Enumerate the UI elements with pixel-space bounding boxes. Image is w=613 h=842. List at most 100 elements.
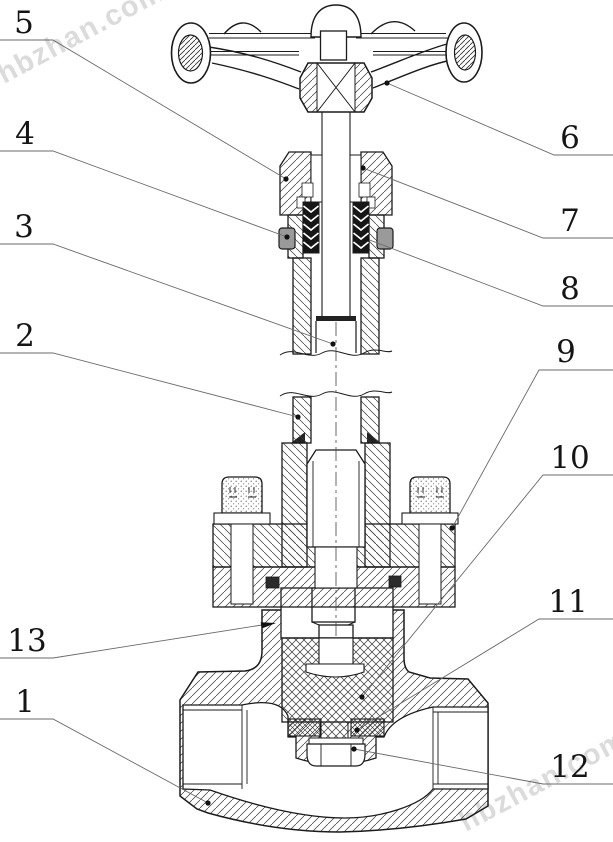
- hub-cross-lines: [316, 62, 356, 113]
- leader-dot: [449, 525, 455, 531]
- disc-nut-facets: [320, 744, 352, 766]
- bolt-shank: [230, 523, 254, 605]
- stem-rod: [315, 321, 357, 353]
- leader-dot: [295, 414, 301, 420]
- callout-label-1: 1: [15, 684, 35, 720]
- break-line-lower: [279, 390, 393, 397]
- gland-step-notches: [296, 182, 376, 209]
- seat-ring-left: [287, 718, 322, 737]
- leader-line: [362, 167, 613, 239]
- spoke-arc-left-top: [223, 22, 262, 35]
- callouts-layer: 54 3 2 13 1 6 7 8 9 10 11 12: [0, 5, 613, 806]
- hub-side-left: [299, 62, 318, 113]
- stem-retainer-plate: [305, 663, 365, 678]
- handwheel: [170, 4, 483, 113]
- leader-dot: [354, 727, 360, 733]
- cap-nut: [310, 4, 362, 38]
- packing-left: [302, 201, 320, 254]
- disc-washer: [308, 737, 364, 745]
- leader-line: [0, 150, 288, 238]
- leader-dot: [205, 800, 211, 806]
- callout-13: 13: [0, 622, 276, 659]
- spoke-arc-right-top: [370, 21, 416, 35]
- bore-detail-lines: [183, 705, 488, 789]
- leader-dot: [330, 341, 336, 347]
- callout-label-11: 11: [548, 584, 587, 620]
- callout-label-7: 7: [560, 203, 580, 239]
- callout-9: 9: [449, 334, 613, 531]
- handwheel-ring-right-hole: [453, 34, 477, 71]
- gland-assembly: [278, 151, 394, 259]
- bonnet-bolt-right: [401, 476, 459, 605]
- bolt-head: [221, 476, 263, 514]
- callout-3: 3: [0, 209, 336, 347]
- leader-line: [0, 243, 334, 345]
- callout-12: 12: [351, 746, 613, 785]
- bolt-head-marks: [229, 487, 256, 498]
- disc-nut: [306, 743, 366, 767]
- stem-upper-lines: [321, 112, 351, 317]
- hub-side-right: [354, 62, 373, 113]
- leader-dot: [359, 694, 365, 700]
- gland-bolt-right: [376, 227, 394, 250]
- gasket-right: [388, 575, 402, 588]
- leader-line: [0, 352, 299, 418]
- leader-line: [353, 748, 613, 785]
- bolt-head-marks: [417, 487, 444, 498]
- callout-label-4: 4: [15, 116, 35, 152]
- leader-dot: [283, 176, 289, 182]
- callout-1: 1: [0, 684, 211, 806]
- neck-wall-lower-right: [360, 396, 380, 444]
- stem-square-head: [319, 30, 348, 61]
- stem-top-band: [316, 316, 356, 321]
- callout-label-10: 10: [550, 440, 589, 476]
- neck-wall-lower-left: [292, 396, 312, 444]
- bolt-washer: [401, 512, 459, 525]
- valve-disc-center: [319, 721, 349, 739]
- leader-line: [386, 82, 613, 156]
- callout-8: 8: [364, 236, 613, 307]
- callout-6: 6: [384, 80, 613, 156]
- handwheel-rim-lines: [209, 32, 450, 56]
- callout-2: 2: [0, 318, 301, 420]
- leader-line: [366, 238, 613, 307]
- leader-line: [0, 39, 287, 180]
- break-line-upper: [279, 349, 393, 356]
- callout-label-9: 9: [556, 334, 576, 370]
- packing-right: [352, 201, 370, 254]
- callout-label-2: 2: [15, 318, 35, 354]
- leader-line: [361, 474, 613, 698]
- bolt-shank: [418, 523, 442, 605]
- leader-arrow: [260, 622, 276, 629]
- seat-ring-right: [350, 718, 385, 737]
- bolt-head: [409, 476, 451, 514]
- leader-line: [451, 369, 613, 529]
- bonnet-neck: [279, 112, 393, 640]
- leader-dot: [360, 165, 366, 171]
- leader-dot: [364, 236, 370, 242]
- leader-dot: [351, 746, 357, 752]
- stem-nut-inner-lines: [312, 461, 360, 547]
- callout-label-13: 13: [7, 623, 46, 659]
- callout-label-6: 6: [560, 120, 580, 156]
- bolt-washer: [213, 512, 271, 525]
- callout-label-3: 3: [14, 209, 34, 245]
- callout-4: 4: [0, 116, 290, 240]
- callout-label-8: 8: [560, 271, 580, 307]
- spoke-right: [370, 43, 453, 89]
- gasket-left: [265, 576, 280, 589]
- neck-wall-upper-right: [360, 257, 380, 355]
- neck-wall-upper-left: [292, 257, 312, 355]
- callout-7: 7: [360, 165, 613, 239]
- bonnet-bolt-left: [213, 476, 271, 605]
- handwheel-ring-left-hole: [177, 34, 204, 72]
- callout-11: 11: [354, 584, 613, 733]
- leader-dot: [284, 234, 290, 240]
- callout-label-12: 12: [550, 749, 589, 785]
- leader-line: [356, 618, 613, 731]
- callout-5: 5: [0, 5, 289, 182]
- callout-10: 10: [359, 440, 613, 700]
- leader-line: [0, 718, 209, 804]
- disc-stem-slot: [318, 637, 354, 665]
